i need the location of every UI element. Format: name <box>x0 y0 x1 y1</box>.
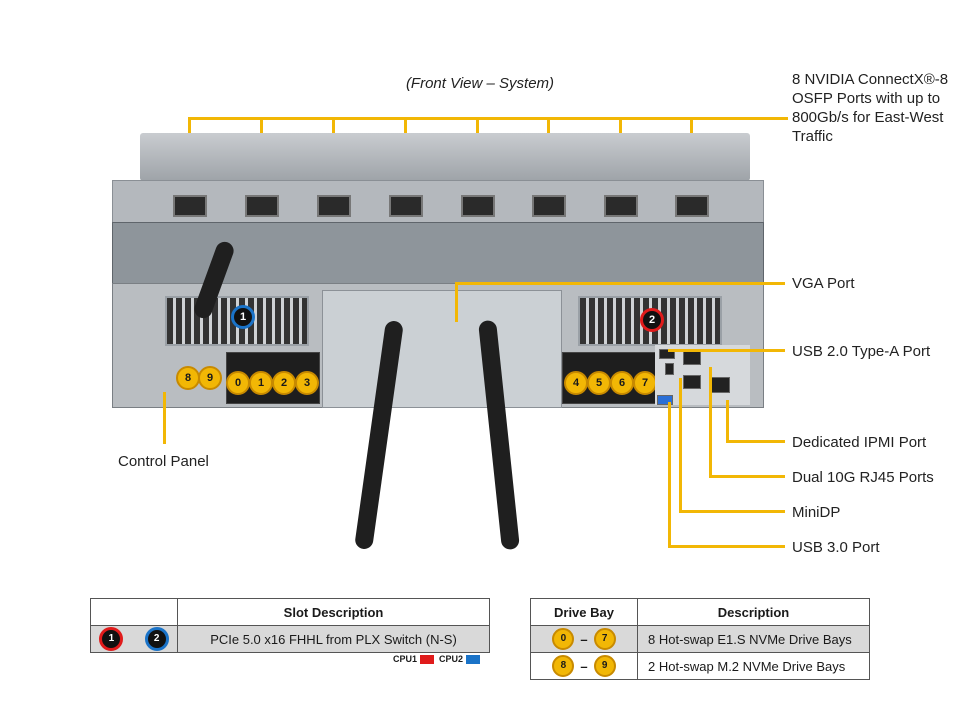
slot-table-header-desc: Slot Description <box>177 598 490 626</box>
drive-range-start: 8 <box>552 655 575 677</box>
table-row: 0–7 8 Hot-swap E1.S NVMe Drive Bays <box>530 625 870 653</box>
drive-range-end: 7 <box>593 628 616 650</box>
drive-bay-badge: 7 <box>633 371 657 395</box>
osfp-port <box>389 195 423 217</box>
usb2-port <box>659 349 675 359</box>
minidp-label: MiniDP <box>792 504 841 521</box>
control-panel-callout-line <box>163 392 166 444</box>
rj45-port <box>683 351 701 365</box>
osfp-port <box>604 195 638 217</box>
ipmi-callout-drop <box>726 400 729 442</box>
ipmi-callout-line <box>726 440 785 443</box>
m2-bay-badge: 9 <box>198 366 222 390</box>
io-panel <box>655 345 750 405</box>
pcie-slot-2 <box>578 296 722 346</box>
drive-bay-badge: 0 <box>226 371 250 395</box>
drive-bay-table: Drive Bay Description 0–7 8 Hot-swap E1.… <box>530 598 870 680</box>
minidp-callout-drop <box>679 378 682 512</box>
usb3-port-label: USB 3.0 Port <box>792 539 880 556</box>
osfp-ports-label: 8 NVIDIA ConnectX®-8 OSFP Ports with up … <box>792 71 949 145</box>
drive-bay-badge: 2 <box>272 371 296 395</box>
rj45-port <box>683 375 701 389</box>
drive-table-header-bay: Drive Bay <box>530 598 638 626</box>
ipmi-port-label: Dedicated IPMI Port <box>792 434 927 451</box>
m2-bay-badge: 8 <box>176 366 200 390</box>
drive-bay-badge: 5 <box>587 371 611 395</box>
osfp-port <box>245 195 279 217</box>
minidp-callout-line <box>679 510 785 513</box>
drive-table-header-desc: Description <box>637 598 870 626</box>
osfp-port <box>675 195 709 217</box>
usb2-port-label: USB 2.0 Type-A Port <box>792 343 931 360</box>
osfp-port <box>317 195 351 217</box>
slot-table: Slot Description 1 2 PCIe 5.0 x16 FHHL f… <box>90 598 490 653</box>
rj45-callout-drop <box>709 367 712 477</box>
osfp-port-row <box>112 180 764 224</box>
drive-range-start: 0 <box>552 628 575 650</box>
control-panel-label: Control Panel <box>118 453 209 470</box>
drive-description: 2 Hot-swap M.2 NVMe Drive Bays <box>637 652 870 680</box>
chassis-top <box>140 133 750 181</box>
rj45-ports-label: Dual 10G RJ45 Ports <box>792 469 934 486</box>
legend-cpu1-label: CPU1 <box>393 654 418 664</box>
table-row: 1 2 PCIe 5.0 x16 FHHL from PLX Switch (N… <box>90 625 490 653</box>
usb3-callout-line <box>668 545 785 548</box>
osfp-port <box>532 195 566 217</box>
slot-description: PCIe 5.0 x16 FHHL from PLX Switch (N-S) <box>177 625 490 653</box>
rj45-callout-line <box>709 475 785 478</box>
slot-table-header-badges <box>90 598 178 626</box>
minidp-port <box>665 363 674 375</box>
ipmi-port <box>710 377 730 393</box>
usb2-callout-line <box>668 349 785 352</box>
drive-bay-badge: 1 <box>249 371 273 395</box>
legend-cpu2-label: CPU2 <box>439 654 464 664</box>
cpu1-slot-badge: 1 <box>99 627 124 651</box>
table-row: 8–9 2 Hot-swap M.2 NVMe Drive Bays <box>530 652 870 680</box>
drive-range-end: 9 <box>593 655 616 677</box>
vga-callout-drop <box>455 282 458 322</box>
center-module <box>322 290 562 408</box>
legend-cpu1-swatch <box>420 655 435 665</box>
legend-cpu2-swatch <box>466 655 481 665</box>
drive-description: 8 Hot-swap E1.S NVMe Drive Bays <box>637 625 870 653</box>
cpu-legend: CPU1 CPU2 <box>393 654 481 665</box>
drive-bay-badge: 4 <box>564 371 588 395</box>
osfp-port <box>173 195 207 217</box>
usb3-callout-drop <box>668 402 671 547</box>
osfp-port <box>461 195 495 217</box>
osfp-callout-line <box>188 117 788 120</box>
vga-port-label: VGA Port <box>792 275 855 292</box>
vga-callout-line <box>455 282 785 285</box>
drive-bay-badge: 6 <box>610 371 634 395</box>
cpu2-slot-badge: 2 <box>144 627 169 651</box>
slot-badge-1: 1 <box>231 305 255 329</box>
drive-bay-badge: 3 <box>295 371 319 395</box>
figure-caption: (Front View – System) <box>405 75 555 92</box>
slot-badge-2: 2 <box>640 308 664 332</box>
usb3-port <box>657 395 673 405</box>
